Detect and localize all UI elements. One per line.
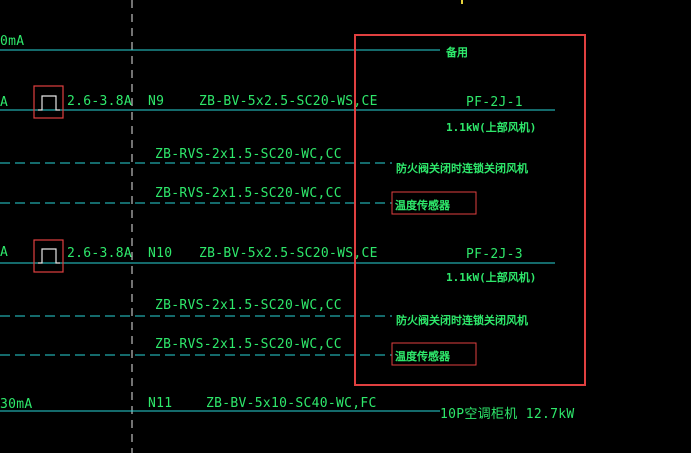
row0-prefix: 0mA bbox=[0, 34, 24, 49]
row6-note: 温度传感器 bbox=[395, 349, 451, 363]
row2-note: 防火阀关闭时连锁关闭风机 bbox=[396, 161, 528, 175]
breaker-symbol-highlight[interactable] bbox=[33, 85, 64, 119]
row1-range: 2.6-3.8A bbox=[67, 94, 132, 109]
row7-prefix: 30mA bbox=[0, 397, 33, 412]
row4-label: PF-2J-3 bbox=[466, 247, 523, 262]
row4-sub: 1.1kW(上部风机) bbox=[446, 270, 536, 284]
row1-node: N9 bbox=[148, 94, 164, 109]
row1-label: PF-2J-1 bbox=[466, 95, 523, 110]
row4-cable: ZB-BV-5x2.5-SC20-WS,CE bbox=[199, 246, 378, 261]
row4-prefix: A bbox=[0, 245, 8, 260]
row6-control: ZB-RVS-2x1.5-SC20-WC,CC bbox=[155, 337, 342, 352]
row5-control: ZB-RVS-2x1.5-SC20-WC,CC bbox=[155, 298, 342, 313]
breaker-symbol-highlight-2[interactable] bbox=[33, 239, 64, 273]
breaker-icon bbox=[38, 95, 60, 111]
sensor-box-1[interactable] bbox=[391, 191, 477, 215]
row4-node: N10 bbox=[148, 246, 172, 261]
spare-label: 备用 bbox=[445, 45, 468, 59]
row3-note: 温度传感器 bbox=[395, 198, 451, 212]
breaker-icon-2 bbox=[38, 248, 60, 264]
row1-prefix: A bbox=[0, 95, 8, 110]
row2-control: ZB-RVS-2x1.5-SC20-WC,CC bbox=[155, 147, 342, 162]
selection-highlight-box[interactable] bbox=[354, 34, 586, 386]
sensor-box-2[interactable] bbox=[391, 342, 477, 366]
row7-node: N11 bbox=[148, 396, 172, 411]
row7-cable: ZB-BV-5x10-SC40-WC,FC bbox=[206, 396, 377, 411]
row7-label: 10P空调柜机 12.7kW bbox=[440, 407, 574, 422]
row1-sub: 1.1kW(上部风机) bbox=[446, 120, 536, 134]
row4-range: 2.6-3.8A bbox=[67, 246, 132, 261]
row1-cable: ZB-BV-5x2.5-SC20-WS,CE bbox=[199, 94, 378, 109]
row5-note: 防火阀关闭时连锁关闭风机 bbox=[396, 313, 528, 327]
row3-control: ZB-RVS-2x1.5-SC20-WC,CC bbox=[155, 186, 342, 201]
